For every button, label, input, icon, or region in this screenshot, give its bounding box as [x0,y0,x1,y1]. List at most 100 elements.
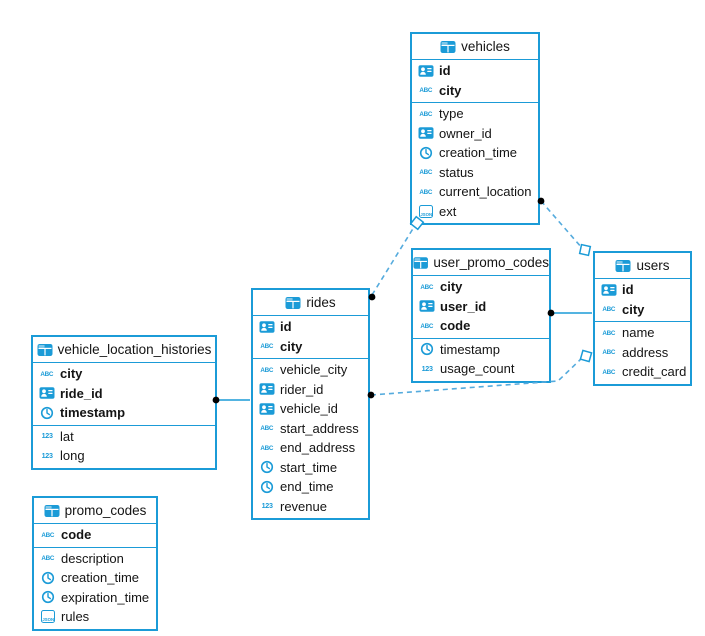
id-icon [600,283,618,297]
field-row[interactable]: ABC end_address [253,438,368,458]
string-icon: ABC [260,366,274,374]
key-fields-section: id ABC city [412,60,538,102]
table-name: vehicle_location_histories [57,342,212,357]
field-row[interactable]: ABC address [595,343,690,363]
string-icon: ABC [602,305,616,313]
id-icon [258,382,276,396]
relationship-line-rides-vehicles [371,226,415,296]
field-row[interactable]: expiration_time [34,588,156,608]
table-icon [44,504,60,518]
key-fields-section: id ABC city [253,316,368,358]
field-row[interactable]: start_time [253,458,368,478]
field-row[interactable]: ABC city [253,337,368,357]
fields-section: ABC type owner_id creation_time ABC stat… [412,102,538,223]
field-row[interactable]: creation_time [34,568,156,588]
field-row[interactable]: ABC city [33,364,215,384]
field-row[interactable]: ABC city [413,277,549,297]
field-name: city [439,82,462,98]
field-name: code [61,527,92,543]
field-name: revenue [280,498,327,514]
field-name: rules [61,609,90,625]
table-rides[interactable]: rides id ABC city ABC vehicle_city rider… [251,288,370,520]
field-row[interactable]: ride_id [33,384,215,404]
table-icon [37,343,53,357]
field-name: city [60,366,83,382]
key-fields-section: id ABC city [595,279,690,321]
field-row[interactable]: timestamp [413,340,549,360]
timestamp-icon [38,406,56,420]
field-name: vehicle_city [280,362,348,378]
field-name: id [280,319,292,335]
number-icon: 123 [41,432,53,441]
table-user-promo-codes[interactable]: user_promo_codes ABC city user_id ABC co… [411,248,551,383]
string-icon: ABC [420,322,434,330]
string-icon: ABC [41,531,55,539]
field-row[interactable]: ABC description [34,549,156,569]
connector-diamond [578,243,592,257]
field-row[interactable]: rider_id [253,380,368,400]
table-icon [285,296,301,310]
string-icon: ABC [260,424,274,432]
field-row[interactable]: 123 usage_count [413,359,549,379]
table-header[interactable]: user_promo_codes [413,250,549,276]
field-name: description [61,550,124,566]
field-row[interactable]: end_time [253,477,368,497]
key-fields-section: ABC city ride_id timestamp [33,363,215,425]
field-row[interactable]: id [595,280,690,300]
field-row[interactable]: ABC code [413,316,549,336]
table-header[interactable]: vehicles [412,34,538,60]
table-promo-codes[interactable]: promo_codes ABC code ABC description cre… [32,496,158,631]
table-name: rides [306,295,336,310]
table-header[interactable]: vehicle_location_histories [33,337,215,363]
fields-section: ABC description creation_time expiration… [34,546,156,629]
table-vehicles[interactable]: vehicles id ABC city ABC type owner_id [410,32,540,225]
table-name: promo_codes [64,503,147,518]
table-users[interactable]: users id ABC city ABC name ABC address A… [593,251,692,386]
field-row[interactable]: vehicle_id [253,399,368,419]
field-row[interactable]: ABC vehicle_city [253,360,368,380]
field-row[interactable]: JSON rules [34,607,156,627]
table-icon [413,256,428,270]
field-row[interactable]: 123 long [33,446,215,466]
field-row[interactable]: ABC status [412,163,538,183]
field-row[interactable]: ABC type [412,104,538,124]
field-name: start_address [280,420,359,436]
table-header[interactable]: users [595,253,690,279]
timestamp-icon [417,146,435,160]
field-row[interactable]: ABC code [34,525,156,545]
string-icon: ABC [419,188,433,196]
string-icon: ABC [41,554,55,562]
field-name: usage_count [440,361,515,377]
field-row[interactable]: ABC start_address [253,419,368,439]
field-row[interactable]: ABC credit_card [595,362,690,382]
field-name: id [622,282,634,298]
field-row[interactable]: 123 revenue [253,497,368,517]
string-icon: ABC [40,370,54,378]
field-row[interactable]: user_id [413,297,549,317]
field-row[interactable]: ABC name [595,323,690,343]
field-row[interactable]: creation_time [412,143,538,163]
timestamp-icon [258,480,276,494]
table-vehicle-location-histories[interactable]: vehicle_location_histories ABC city ride… [31,335,217,470]
field-name: city [280,338,303,354]
field-row[interactable]: id [253,317,368,337]
field-row[interactable]: timestamp [33,403,215,423]
timestamp-icon [39,590,57,604]
fields-section: timestamp 123 usage_count [413,337,549,381]
table-header[interactable]: promo_codes [34,498,156,524]
key-fields-section: ABC city user_id ABC code [413,276,549,338]
table-header[interactable]: rides [253,290,368,316]
field-row[interactable]: ABC current_location [412,182,538,202]
field-row[interactable]: ABC city [595,300,690,320]
field-name: ride_id [60,385,103,401]
field-row[interactable]: ABC city [412,81,538,101]
field-name: long [60,448,85,464]
field-row[interactable]: 123 lat [33,427,215,447]
field-row[interactable]: id [412,61,538,81]
field-row[interactable]: owner_id [412,124,538,144]
field-row[interactable]: JSON ext [412,202,538,222]
table-icon [440,40,456,54]
timestamp-icon [39,571,57,585]
number-icon: 123 [41,451,53,460]
